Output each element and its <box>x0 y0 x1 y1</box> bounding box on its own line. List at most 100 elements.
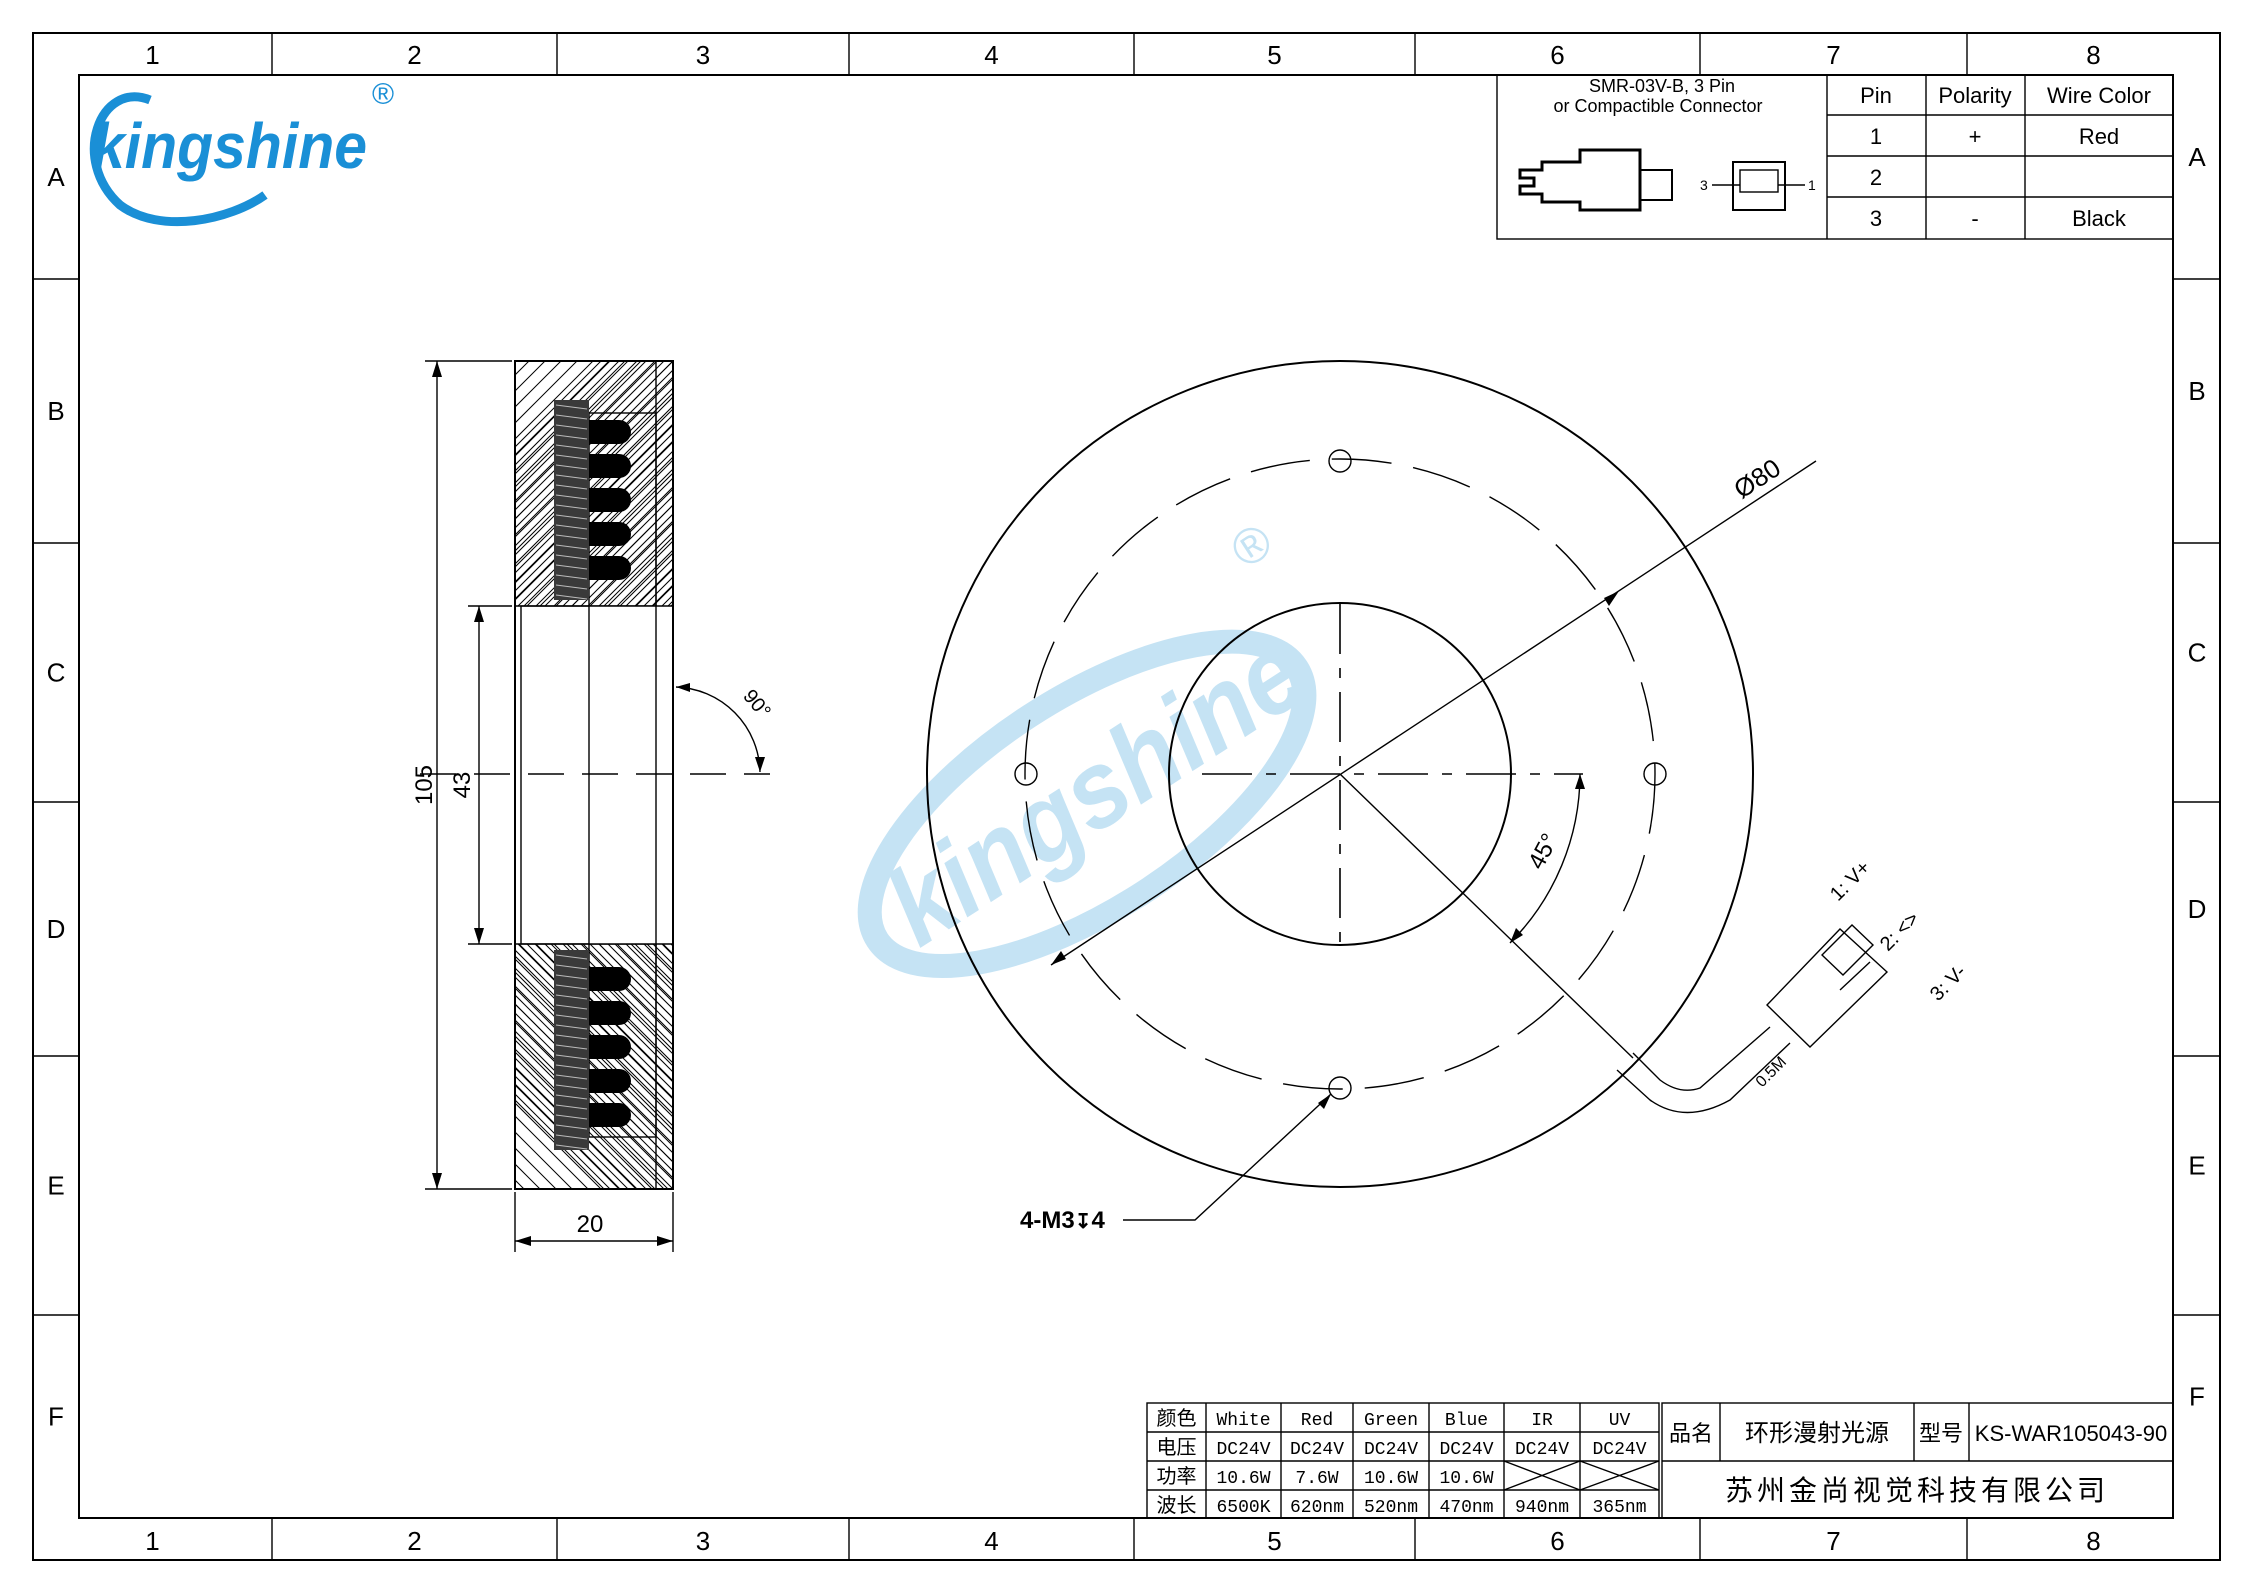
specs-cell: 520nm <box>1364 1498 1418 1518</box>
column-label-bottom: 8 <box>2086 1526 2100 1556</box>
column-label-bottom: 2 <box>407 1526 421 1556</box>
column-label-top: 2 <box>407 40 421 70</box>
led <box>589 1001 631 1025</box>
led-board-top <box>554 400 589 600</box>
pin-table-cell: Red <box>2079 124 2119 149</box>
specs-cell: 电压 <box>1157 1435 1197 1459</box>
led <box>589 522 631 546</box>
led <box>589 1035 631 1059</box>
row-label-right: B <box>2188 376 2205 406</box>
row-label-left: A <box>47 162 65 192</box>
specs-cell: 6500K <box>1216 1498 1270 1518</box>
connector-pin-label-1: 1 <box>1808 177 1816 193</box>
specs-cell: DC24V <box>1592 1440 1646 1460</box>
company-name: 苏州金尚视觉科技有限公司 <box>1725 1474 2109 1507</box>
specs-header: White <box>1216 1411 1270 1431</box>
column-label-top: 5 <box>1267 40 1281 70</box>
dimension-angle-top: 45° <box>1523 829 1564 874</box>
connector-spec: SMR-03V-B, 3 Pin or Compactible Connecto… <box>1496 74 2174 240</box>
logo-registered-mark: ® <box>372 78 394 111</box>
specs-cell: 620nm <box>1290 1498 1344 1518</box>
specs-cell: 波长 <box>1157 1493 1197 1517</box>
column-label-top: 6 <box>1550 40 1564 70</box>
led <box>589 454 631 478</box>
dimension-aperture: 43 <box>449 772 476 799</box>
specs-header: Blue <box>1445 1411 1488 1431</box>
dimension-height: 105 <box>411 765 438 805</box>
hole-callout: 4-M3↧4 <box>1020 1207 1105 1234</box>
specs-cell: 940nm <box>1515 1498 1569 1518</box>
pin-table-cell: 2 <box>1870 165 1882 190</box>
logo-text: kingshine <box>92 110 367 182</box>
dimension-thickness: 20 <box>577 1211 604 1238</box>
dimension-diameter: Ø80 <box>1728 452 1786 504</box>
led <box>589 967 631 991</box>
specs-cell: DC24V <box>1439 1440 1493 1460</box>
specs-cell: DC24V <box>1290 1440 1344 1460</box>
specs-cell: DC24V <box>1515 1440 1569 1460</box>
specs-cell: 365nm <box>1592 1498 1646 1518</box>
led <box>589 1103 631 1127</box>
column-label-bottom: 3 <box>696 1526 710 1556</box>
specs-cell: 10.6W <box>1439 1469 1493 1489</box>
pin-table-cell: Black <box>2072 206 2127 231</box>
pin-table-header: Pin <box>1860 83 1892 108</box>
cable-pin-3: 3: V- <box>1926 961 1971 1006</box>
led <box>589 488 631 512</box>
specs-cell: 功率 <box>1157 1464 1197 1488</box>
row-label-right: E <box>2188 1151 2205 1181</box>
specs-cell: 10.6W <box>1364 1469 1418 1489</box>
column-label-bottom: 4 <box>984 1526 998 1556</box>
row-label-right: C <box>2188 638 2207 668</box>
pin-table-cell: 1 <box>1870 124 1882 149</box>
column-label-bottom: 5 <box>1267 1526 1281 1556</box>
row-label-right: F <box>2189 1382 2205 1412</box>
connector-side-icon <box>1518 148 1673 212</box>
column-label-top: 7 <box>1826 40 1840 70</box>
side-section-view: 105 43 20 90° <box>411 360 775 1252</box>
specs-header: IR <box>1531 1411 1553 1431</box>
specs-cell: 10.6W <box>1216 1469 1270 1489</box>
specs-header: Red <box>1301 1411 1333 1431</box>
watermark: kingshine ® <box>857 512 1326 978</box>
specs-header: UV <box>1609 1411 1631 1431</box>
product-name: 环形漫射光源 <box>1745 1419 1889 1447</box>
logo: kingshine ® <box>89 78 394 227</box>
cable: 0.5M 1: V+ 2: <> 3: V- <box>1616 857 1971 1114</box>
row-label-left: B <box>47 396 64 426</box>
product-name-label: 品名 <box>1669 1422 1713 1447</box>
dimension-angle-side: 90° <box>738 685 774 722</box>
pin-table-cell: + <box>1969 124 1982 149</box>
pin-table-header: Polarity <box>1938 83 2011 108</box>
pin-table-cell: - <box>1971 206 1978 231</box>
cable-pin-2: 2: <> <box>1876 908 1924 956</box>
column-label-top: 1 <box>145 40 159 70</box>
row-label-right: D <box>2188 894 2207 924</box>
row-label-left: E <box>47 1171 64 1201</box>
connector-front-icon: 3 1 <box>1700 161 1816 211</box>
column-label-bottom: 6 <box>1550 1526 1564 1556</box>
pin-table-header: Wire Color <box>2047 83 2151 108</box>
specs-cell: DC24V <box>1216 1440 1270 1460</box>
model-label: 型号 <box>1919 1422 1963 1447</box>
column-label-bottom: 1 <box>145 1526 159 1556</box>
led <box>589 420 631 444</box>
watermark-registered-mark: ® <box>1221 512 1283 579</box>
column-label-top: 4 <box>984 40 998 70</box>
title-block: 品名 环形漫射光源 型号 KS-WAR105043-90 苏州金尚视觉科技有限公… <box>1661 1402 2174 1519</box>
connector-title: SMR-03V-B, 3 Pin <box>1589 76 1735 96</box>
specs-cell: 470nm <box>1439 1498 1493 1518</box>
specs-header: Green <box>1364 1411 1418 1431</box>
cable-length: 0.5M <box>1753 1054 1790 1091</box>
specs-cell: DC24V <box>1364 1440 1418 1460</box>
row-label-left: D <box>47 914 66 944</box>
led-board-bottom <box>554 950 589 1150</box>
specs-cell: 7.6W <box>1295 1469 1338 1489</box>
connector-pin-label-3: 3 <box>1700 177 1708 193</box>
led <box>589 1069 631 1093</box>
column-label-top: 3 <box>696 40 710 70</box>
